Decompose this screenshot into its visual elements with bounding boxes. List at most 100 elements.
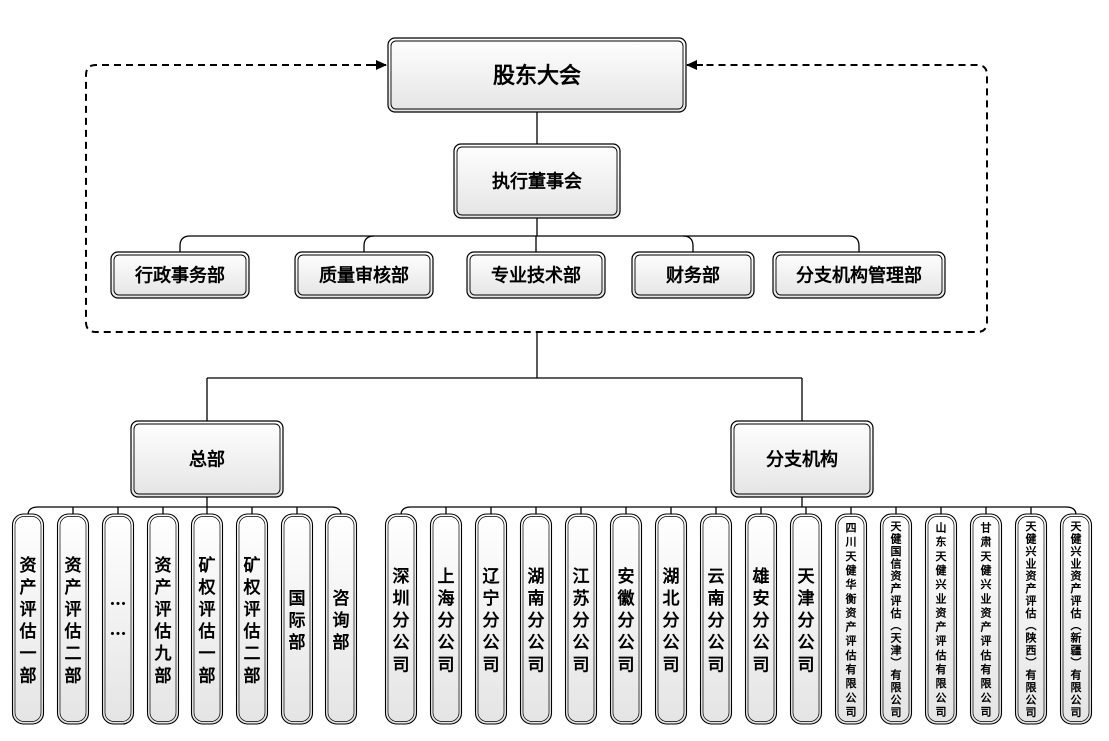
headquarters-unit-6-label: 矿权评估二部 xyxy=(243,555,262,687)
headquarters-box-inner-frame xyxy=(133,423,281,495)
branches-unit-8: 云南分公司 xyxy=(699,513,733,725)
root-box: 股东大会 xyxy=(387,37,687,113)
branches-unit-7: 湖北分公司 xyxy=(654,513,688,725)
department-box-5-frame xyxy=(772,251,946,299)
headquarters-unit-2-frame xyxy=(56,513,90,725)
headquarters-unit-8-frame xyxy=(324,513,358,725)
branches-box: 分支机构 xyxy=(730,420,874,498)
branches-unit-10-label: 天津分公司 xyxy=(798,567,816,675)
headquarters-unit-6-inner-frame xyxy=(238,516,266,722)
branches-unit-2-inner-frame xyxy=(432,516,460,722)
headquarters-unit-8: 咨询部 xyxy=(324,513,358,725)
branches-unit-12-label: 天健国信资产评估︵天津︶有限公司 xyxy=(890,520,903,719)
headquarters-unit-6-frame xyxy=(235,513,269,725)
branches-unit-11: 四川天健华衡资产评估有限公司 xyxy=(834,513,868,725)
headquarters-unit-1-inner-frame xyxy=(14,516,42,722)
branches-unit-13: 山东天健兴业资产评估有限公司 xyxy=(924,513,958,725)
headquarters-unit-5-frame xyxy=(190,513,224,725)
branches-unit-11-inner-frame xyxy=(837,516,865,722)
headquarters-unit-8-label: 咨询部 xyxy=(333,588,350,653)
branches-unit-12-inner-frame xyxy=(882,516,910,722)
headquarters-unit-3-inner-frame xyxy=(104,516,132,722)
connector-lines xyxy=(27,60,1077,516)
branches-box-frame xyxy=(730,420,874,498)
branches-unit-8-frame xyxy=(699,513,733,725)
branches-unit-13-label: 山东天健兴业资产评估有限公司 xyxy=(935,521,948,719)
branches-unit-10-frame xyxy=(789,513,823,725)
executive-box-inner-frame xyxy=(456,146,618,216)
headquarters-unit-8-inner-frame xyxy=(327,516,355,722)
department-box-5: 分支机构管理部 xyxy=(772,251,946,299)
department-box-2-frame xyxy=(294,251,434,299)
branches-unit-10-inner-frame xyxy=(792,516,820,722)
branches-unit-3: 辽宁分公司 xyxy=(474,513,508,725)
headquarters-unit-7-label: 国际部 xyxy=(289,589,306,653)
headquarters-unit-7: 国际部 xyxy=(280,513,314,725)
branches-unit-15: 天健兴业资产评估︵陕西︶有限公司 xyxy=(1014,513,1048,725)
branches-unit-4-label: 湖南分公司 xyxy=(528,567,545,675)
headquarters-unit-3-label: …… xyxy=(110,590,127,640)
branches-unit-12: 天健国信资产评估︵天津︶有限公司 xyxy=(879,513,913,725)
department-box-1-frame xyxy=(110,251,250,299)
headquarters-unit-4: 资产评估九部 xyxy=(146,513,180,725)
branches-unit-7-label: 湖北分公司 xyxy=(663,567,680,675)
department-box-5-inner-frame xyxy=(775,254,943,296)
org-boxes: 股东大会执行董事会行政事务部质量审核部专业技术部财务部分支机构管理部总部资产评估… xyxy=(11,37,1093,725)
department-box-4-label: 财务部 xyxy=(666,264,720,286)
department-box-1-inner-frame xyxy=(113,254,247,296)
branches-unit-9: 雄安分公司 xyxy=(744,513,778,725)
branches-unit-8-label: 云南分公司 xyxy=(708,567,725,675)
branches-unit-2-frame xyxy=(429,513,463,725)
headquarters-unit-3-frame xyxy=(101,513,135,725)
branches-unit-5-label: 江苏分公司 xyxy=(573,567,590,675)
branches-unit-3-inner-frame xyxy=(477,516,505,722)
department-box-3-inner-frame xyxy=(469,254,603,296)
headquarters-unit-5-inner-frame xyxy=(193,516,221,722)
branches-unit-6-frame xyxy=(609,513,643,725)
branches-unit-9-frame xyxy=(744,513,778,725)
department-box-3-label: 专业技术部 xyxy=(491,264,581,286)
branches-unit-7-frame xyxy=(654,513,688,725)
headquarters-box-frame xyxy=(130,420,284,498)
branches-unit-1-inner-frame xyxy=(387,516,415,722)
branches-unit-6: 安徽分公司 xyxy=(609,513,643,725)
headquarters-unit-2-inner-frame xyxy=(59,516,87,722)
branches-unit-3-label: 辽宁分公司 xyxy=(483,567,501,675)
department-box-1: 行政事务部 xyxy=(110,251,250,299)
line-to-department-4 xyxy=(682,235,694,254)
branches-unit-1: 深圳分公司 xyxy=(384,513,418,725)
branches-unit-11-frame xyxy=(834,513,868,725)
department-box-4: 财务部 xyxy=(631,251,755,299)
root-box-inner-frame xyxy=(390,40,684,110)
headquarters-unit-4-inner-frame xyxy=(149,516,177,722)
branches-unit-10: 天津分公司 xyxy=(789,513,823,725)
branches-unit-16-frame xyxy=(1059,513,1093,725)
branches-unit-1-frame xyxy=(384,513,418,725)
branches-box-inner-frame xyxy=(733,423,871,495)
department-box-5-label: 分支机构管理部 xyxy=(796,264,922,286)
headquarters-unit-5-label: 矿权评估一部 xyxy=(198,555,217,687)
department-box-2-label: 质量审核部 xyxy=(319,264,409,286)
line-to-department-2 xyxy=(363,235,375,254)
department-box-2-inner-frame xyxy=(297,254,431,296)
executive-box-label: 执行董事会 xyxy=(492,170,582,192)
branches-unit-16-inner-frame xyxy=(1062,516,1090,722)
branches-unit-2-label: 上海分公司 xyxy=(438,567,455,675)
branches-unit-13-inner-frame xyxy=(927,516,955,722)
branches-unit-6-inner-frame xyxy=(612,516,640,722)
department-box-3: 专业技术部 xyxy=(466,251,606,299)
branches-unit-9-inner-frame xyxy=(747,516,775,722)
branches-unit-12-frame xyxy=(879,513,913,725)
department-box-4-inner-frame xyxy=(634,254,752,296)
branches-unit-14-frame xyxy=(969,513,1003,725)
branches-unit-5-inner-frame xyxy=(567,516,595,722)
branches-box-label: 分支机构 xyxy=(766,448,838,470)
branches-unit-14: 甘肃天健兴业资产评估有限公司 xyxy=(969,513,1003,725)
line-to-department-1 xyxy=(179,235,191,254)
branches-unit-6-label: 安徽分公司 xyxy=(617,566,636,675)
department-box-2: 质量审核部 xyxy=(294,251,434,299)
headquarters-unit-4-frame xyxy=(146,513,180,725)
headquarters-unit-4-label: 资产评估九部 xyxy=(154,555,172,687)
branches-unit-3-frame xyxy=(474,513,508,725)
